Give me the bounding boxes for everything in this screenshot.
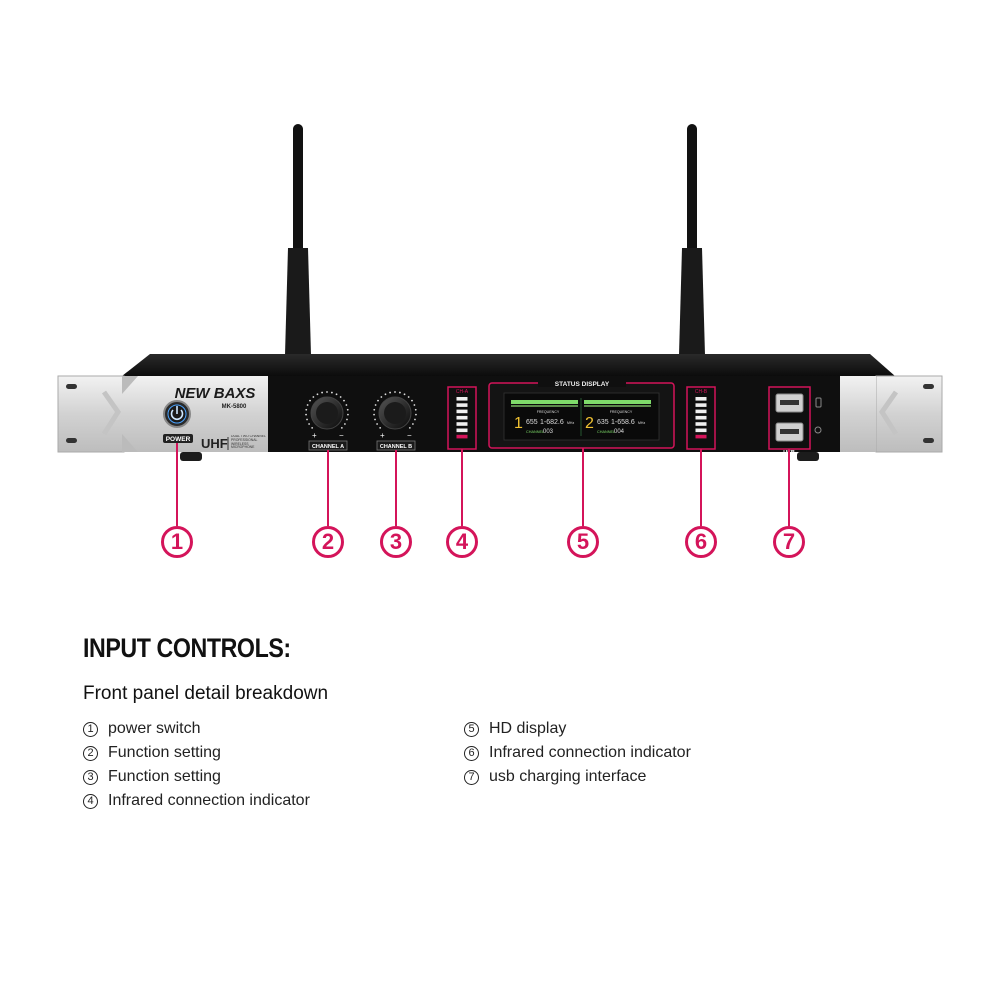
callout-lines (176, 443, 790, 526)
uhf-caption: DUAL TWO CHANNEL PROFESSIONAL WIRELESS M… (231, 435, 266, 450)
ch1-freq: 1-682.6 (540, 419, 564, 426)
ch1-unit: MHz (567, 421, 574, 425)
battery-icon (815, 397, 822, 408)
svg-text:+: + (380, 431, 385, 440)
legend-item: 3 Function setting (83, 765, 310, 789)
front-plate-right (840, 376, 876, 452)
ir-a-label: CH-A (456, 389, 469, 395)
legend-item: 5 HD display (464, 717, 691, 741)
legend-left: 1 power switch 2 Function setting 3 Func… (83, 717, 310, 813)
channel-a-label: CHANNEL A (312, 444, 344, 450)
legend-number: 5 (464, 721, 479, 737)
rack-ear-right (875, 375, 943, 453)
svg-text:−: − (407, 431, 412, 440)
usb-icon (814, 426, 822, 434)
rack-ear-left (57, 375, 125, 453)
legend-item: 1 power switch (83, 717, 310, 741)
ch2-freq: 1-658.6 (611, 419, 635, 426)
antenna-right (679, 124, 705, 355)
channel-b-knob[interactable] (373, 391, 417, 430)
legend-item: 7 usb charging interface (464, 765, 691, 789)
legend-text: power switch (108, 720, 201, 737)
svg-text:FREQUENCY: FREQUENCY (537, 410, 560, 414)
legend-number: 7 (464, 769, 479, 785)
infrared-indicator-a: CH-A (447, 386, 477, 450)
callout-1: 1 (161, 526, 193, 558)
ch2-index: 2 (585, 415, 594, 432)
ir-b-label: CH-B (695, 389, 708, 395)
callout-5: 5 (567, 526, 599, 558)
legend-number: 4 (83, 793, 98, 809)
legend-text: Infrared connection indicator (489, 744, 691, 761)
callout-4: 4 (446, 526, 478, 558)
svg-text:FREQUENCY: FREQUENCY (610, 410, 633, 414)
section-subtitle: Front panel detail breakdown (83, 683, 329, 704)
legend-item: 2 Function setting (83, 741, 310, 765)
legend-text: usb charging interface (489, 768, 647, 785)
channel-a-knob[interactable] (305, 391, 349, 430)
receiver-device: NEW BAXS MK-5800 POWER UHF DUAL TWO CHAN… (57, 124, 943, 526)
legend-text: Function setting (108, 744, 221, 761)
svg-text:+: + (312, 431, 317, 440)
brand-logo: NEW BAXS (175, 385, 256, 402)
legend-right: 5 HD display 6 Infrared connection indic… (464, 717, 691, 789)
legend-text: HD display (489, 720, 567, 737)
status-display: STATUS DISPLAY FREQUENCY FREQUENCY 1 2 6… (488, 379, 675, 449)
ch2-code: 635 (597, 419, 609, 426)
ch2-channel: 004 (614, 429, 625, 435)
uhf-logo: UHF (201, 436, 228, 451)
legend-number: 6 (464, 745, 479, 761)
legend-item: 6 Infrared connection indicator (464, 741, 691, 765)
legend-text: Infrared connection indicator (108, 792, 310, 809)
legend-text: Function setting (108, 768, 221, 785)
ch1-code: 655 (526, 419, 538, 426)
svg-text:CHANNEL: CHANNEL (597, 430, 615, 434)
ch2-unit: MHz (638, 421, 645, 425)
power-icon (170, 409, 184, 421)
svg-text:−: − (339, 431, 344, 440)
callout-3: 3 (380, 526, 412, 558)
legend-number: 3 (83, 769, 98, 785)
svg-text:CHANNEL: CHANNEL (526, 430, 544, 434)
antenna-left (285, 124, 311, 355)
power-switch[interactable] (163, 400, 191, 428)
legend-number: 2 (83, 745, 98, 761)
ch1-channel: 003 (543, 429, 554, 435)
callout-7: 7 (773, 526, 805, 558)
channel-b-label: CHANNEL B (380, 444, 412, 450)
model-label: MK-5800 (222, 404, 247, 410)
section-heading: INPUT CONTROLS: (83, 633, 291, 663)
chassis-top (122, 354, 895, 376)
callout-2: 2 (312, 526, 344, 558)
callout-6: 6 (685, 526, 717, 558)
status-display-title: STATUS DISPLAY (555, 381, 610, 388)
front-plate-left (122, 376, 268, 452)
legend-item: 4 Infrared connection indicator (83, 789, 310, 813)
legend-number: 1 (83, 721, 98, 737)
ch1-index: 1 (514, 415, 523, 432)
power-label: POWER (166, 436, 191, 443)
